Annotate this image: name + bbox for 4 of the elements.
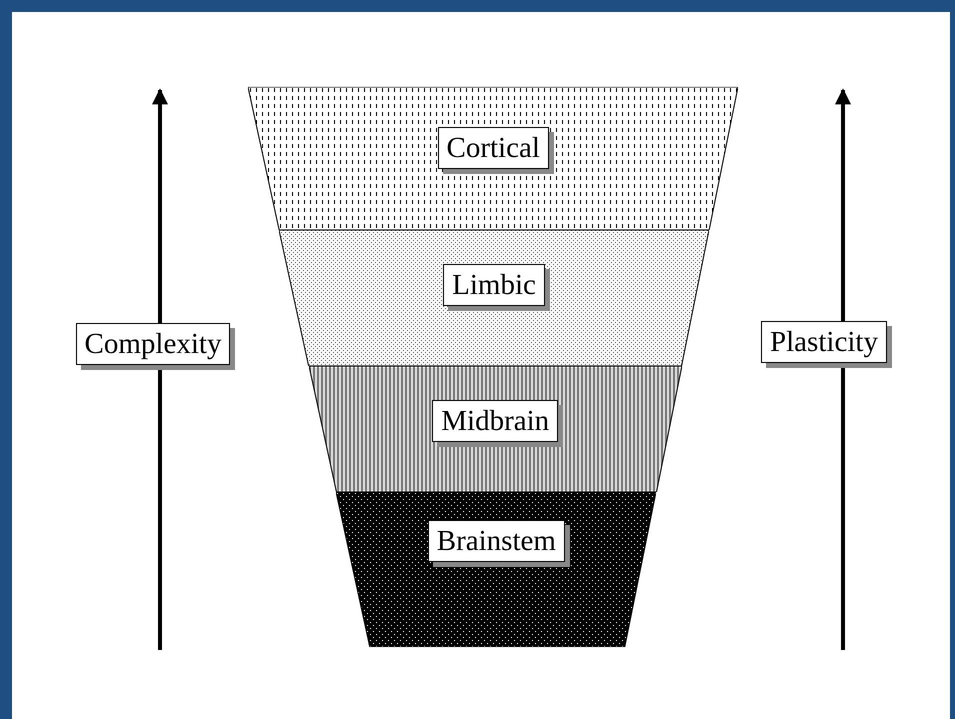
funnel-band <box>248 87 738 230</box>
funnel-band <box>336 492 656 647</box>
funnel-band <box>308 366 682 492</box>
funnel-band <box>279 230 710 366</box>
